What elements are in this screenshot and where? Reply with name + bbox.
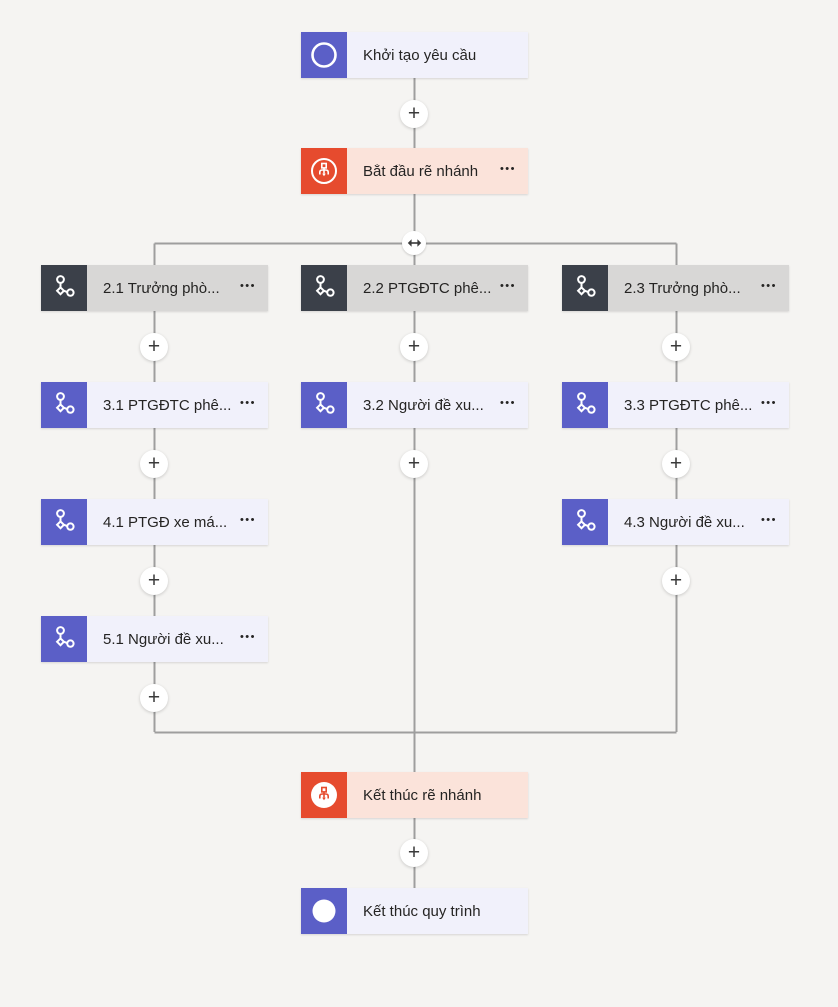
add-step-button[interactable]: +	[662, 567, 690, 595]
node-label: 2.1 Trưởng phò...	[103, 280, 220, 296]
plus-icon: +	[407, 451, 421, 475]
add-step-button[interactable]: +	[662, 450, 690, 478]
node-menu-ellipsis[interactable]: •••	[239, 397, 256, 409]
node-step-4-3[interactable]: 4.3 Người đề xu... •••	[562, 499, 789, 545]
node-label: Kết thúc quy trình	[363, 903, 481, 919]
branch-split-icon	[301, 148, 347, 194]
add-step-button[interactable]: +	[400, 839, 428, 867]
plus-icon: +	[147, 334, 161, 358]
add-step-button[interactable]: +	[140, 333, 168, 361]
node-step-5-1[interactable]: 5.1 Người đề xu... •••	[41, 616, 268, 662]
node-label: 5.1 Người đề xu...	[103, 631, 224, 647]
add-step-button[interactable]: +	[400, 100, 428, 128]
add-step-button[interactable]: +	[400, 450, 428, 478]
add-step-button[interactable]: +	[140, 567, 168, 595]
node-step-2-2[interactable]: 2.2 PTGĐTC phê... •••	[301, 265, 528, 311]
approval-step-icon	[41, 382, 87, 428]
node-step-3-3[interactable]: 3.3 PTGĐTC phê... •••	[562, 382, 789, 428]
plus-icon: +	[407, 840, 421, 864]
node-step-3-2[interactable]: 3.2 Người đề xu... •••	[301, 382, 528, 428]
add-step-button[interactable]: +	[140, 684, 168, 712]
approval-step-icon	[562, 265, 608, 311]
node-menu-ellipsis[interactable]: •••	[760, 397, 777, 409]
node-step-4-1[interactable]: 4.1 PTGĐ xe má... •••	[41, 499, 268, 545]
approval-step-icon	[562, 382, 608, 428]
node-menu-ellipsis[interactable]: •••	[760, 514, 777, 526]
node-menu-ellipsis[interactable]: •••	[239, 514, 256, 526]
node-step-3-1[interactable]: 3.1 PTGĐTC phê... •••	[41, 382, 268, 428]
node-label: 3.3 PTGĐTC phê...	[624, 397, 753, 413]
plus-icon: +	[669, 568, 683, 592]
node-menu-ellipsis[interactable]: •••	[239, 631, 256, 643]
node-menu-ellipsis[interactable]: •••	[760, 280, 777, 292]
approval-step-icon	[301, 382, 347, 428]
node-menu-ellipsis[interactable]: •••	[499, 397, 516, 409]
approval-step-icon	[41, 265, 87, 311]
add-branch-button[interactable]	[402, 231, 426, 255]
node-branch-start[interactable]: Bắt đầu rẽ nhánh •••	[301, 148, 528, 194]
flow-end-icon	[301, 888, 347, 934]
node-menu-ellipsis[interactable]: •••	[499, 163, 516, 175]
node-start[interactable]: Khởi tạo yêu cầu	[301, 32, 528, 78]
branch-merge-icon	[301, 772, 347, 818]
node-end[interactable]: Kết thúc quy trình	[301, 888, 528, 934]
approval-step-icon	[41, 616, 87, 662]
add-step-button[interactable]: +	[662, 333, 690, 361]
node-label: 4.1 PTGĐ xe má...	[103, 514, 228, 530]
node-step-2-1[interactable]: 2.1 Trưởng phò... •••	[41, 265, 268, 311]
add-step-button[interactable]: +	[140, 450, 168, 478]
approval-step-icon	[301, 265, 347, 311]
node-menu-ellipsis[interactable]: •••	[499, 280, 516, 292]
node-label: 3.1 PTGĐTC phê...	[103, 397, 232, 413]
plus-icon: +	[147, 451, 161, 475]
plus-icon: +	[669, 334, 683, 358]
double-arrow-icon	[407, 239, 421, 247]
node-label: Kết thúc rẽ nhánh	[363, 787, 482, 803]
plus-icon: +	[407, 334, 421, 358]
approval-step-icon	[41, 499, 87, 545]
node-branch-end[interactable]: Kết thúc rẽ nhánh	[301, 772, 528, 818]
plus-icon: +	[147, 685, 161, 709]
node-label: 2.3 Trưởng phò...	[624, 280, 741, 296]
plus-icon: +	[407, 101, 421, 125]
node-menu-ellipsis[interactable]: •••	[239, 280, 256, 292]
node-label: Khởi tạo yêu cầu	[363, 47, 477, 63]
node-label: 4.3 Người đề xu...	[624, 514, 745, 530]
plus-icon: +	[147, 568, 161, 592]
node-label: 3.2 Người đề xu...	[363, 397, 484, 413]
plus-icon: +	[669, 451, 683, 475]
node-label: Bắt đầu rẽ nhánh	[363, 163, 479, 179]
approval-step-icon	[562, 499, 608, 545]
node-step-2-3[interactable]: 2.3 Trưởng phò... •••	[562, 265, 789, 311]
flow-start-icon	[301, 32, 347, 78]
add-step-button[interactable]: +	[400, 333, 428, 361]
node-label: 2.2 PTGĐTC phê...	[363, 280, 492, 296]
